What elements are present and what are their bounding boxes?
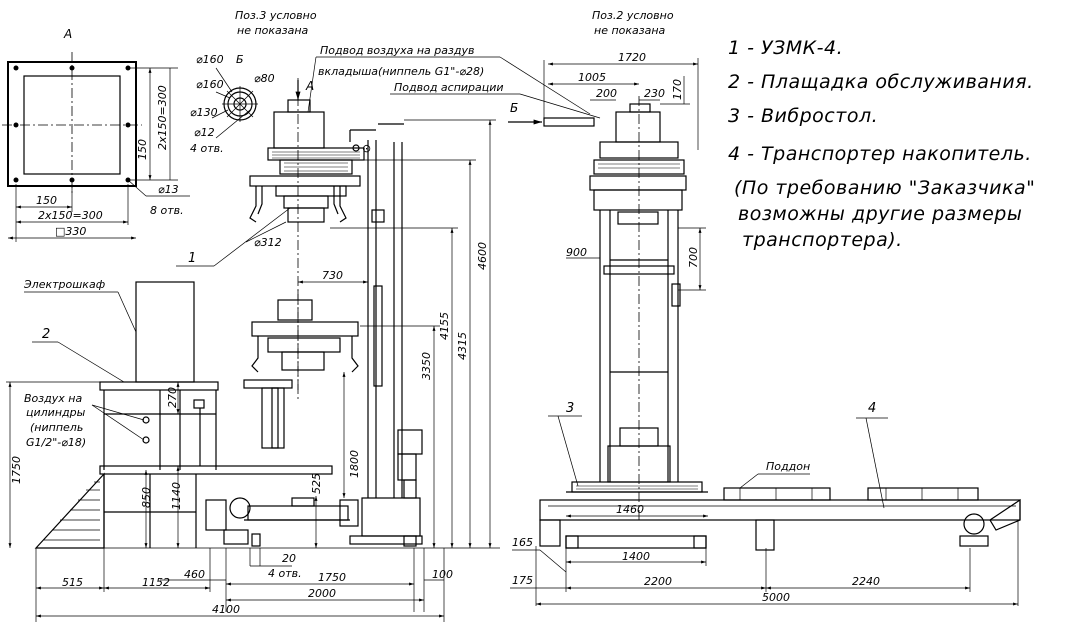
dim-2240: 2240 — [852, 575, 880, 588]
flange-dim-d13: ⌀13 — [158, 183, 179, 196]
air-supply-line2: вкладыша(ниппель G1"-⌀28) — [318, 65, 484, 78]
dim-4155: 4155 — [438, 312, 451, 340]
dim-2200: 2200 — [644, 575, 672, 588]
air-cyl-line2: цилиндры — [26, 406, 86, 419]
dim-200: 200 — [596, 87, 617, 100]
dim-5000: 5000 — [762, 591, 790, 604]
pallet-label: Поддон — [766, 460, 810, 473]
dim-1140: 1140 — [170, 482, 183, 510]
pos3-note-line1: Поз.3 условно — [235, 9, 317, 22]
pos-2-label: 2 — [42, 327, 50, 342]
air-supply-line1: Подвод воздуха на раздув — [320, 44, 474, 57]
dim-4600: 4600 — [476, 242, 489, 270]
dim-2000: 2000 — [308, 587, 336, 600]
spare-label: ⊙ — [362, 142, 371, 155]
dim-515: 515 — [62, 576, 83, 589]
legend-item-4: 4 - Транспортер накопитель. — [728, 143, 1032, 165]
ring-dim-d160a: ⌀160 — [196, 53, 224, 66]
pos-1-label: 1 — [188, 251, 196, 266]
dim-1750: 1750 — [10, 456, 23, 484]
dim-175: 175 — [512, 574, 533, 587]
air-cyl-line1: Воздух на — [24, 392, 82, 405]
pos2-note-line2: не показана — [594, 24, 666, 37]
flange-dim-150-v: 150 — [136, 139, 149, 160]
dim-1720: 1720 — [618, 51, 646, 64]
flange-dim-2x150-h: 2x150=300 — [38, 209, 103, 222]
flange-view-a: А 2x150=300 150 150 2x150=300 □330 ⌀13 8… — [2, 27, 190, 242]
dim-1460: 1460 — [616, 503, 644, 516]
legend-note-line3: транспортера). — [742, 229, 903, 251]
legend-item-1: 1 - УЗМК-4. — [728, 37, 843, 59]
dim-4315: 4315 — [456, 332, 469, 360]
legend: 1 - УЗМК-4. 2 - Плащадка обслуживания. 3… — [728, 37, 1035, 251]
legend-note-line1: (По требованию "Заказчика" — [734, 177, 1035, 199]
legend-note-line2: возможны другие размеры — [738, 203, 1022, 225]
flange-dim-330: □330 — [55, 225, 86, 238]
dim-165: 165 — [512, 536, 533, 549]
dim-20: 20 — [282, 552, 296, 565]
air-cyl-line4: G1/2"-⌀18) — [26, 436, 86, 449]
dim-4100: 4100 — [212, 603, 240, 616]
dim-1400: 1400 — [622, 550, 650, 563]
pos-4-label: 4 — [868, 401, 876, 416]
arrow-a-label: А — [305, 79, 314, 93]
dim-230: 230 — [644, 87, 665, 100]
dim-1800: 1800 — [348, 450, 361, 478]
dim-270: 270 — [166, 387, 179, 408]
air-cyl-line3: (ниппель — [30, 421, 83, 434]
aspiration-label: Подвод аспирации — [394, 81, 504, 94]
front-view-left: А ⊙ — [6, 78, 500, 622]
dim-525: 525 — [310, 473, 323, 494]
dim-d312: ⌀312 — [254, 236, 282, 249]
dim-3350: 3350 — [420, 352, 433, 380]
flange-dim-150-h: 150 — [36, 194, 57, 207]
side-view-right: Б — [508, 51, 1021, 606]
legend-item-3: 3 - Вибростол. — [728, 105, 878, 127]
ring-dim-4-holes: 4 отв. — [190, 142, 224, 155]
section-b-label: Б — [236, 53, 244, 66]
dim-170: 170 — [671, 79, 684, 100]
ring-dim-d80: ⌀80 — [254, 72, 275, 85]
pos-3-label: 3 — [566, 401, 574, 416]
dim-700: 700 — [687, 247, 700, 268]
ring-section-b: Б ⌀160 ⌀160 ⌀80 ⌀130 ⌀12 4 отв. — [190, 53, 275, 155]
flange-dim-8-holes: 8 отв. — [150, 204, 184, 217]
flange-dim-2x150-v: 2x150=300 — [156, 85, 169, 150]
dim-1152: 1152 — [142, 576, 170, 589]
pos2-note-line1: Поз.2 условно — [592, 9, 674, 22]
arrow-b-label: Б — [510, 101, 518, 115]
dim-730: 730 — [322, 269, 343, 282]
dim-900: 900 — [566, 246, 587, 259]
ring-dim-d12: ⌀12 — [194, 126, 215, 139]
pos3-note-line2: не показана — [237, 24, 309, 37]
cabinet-label: Электрошкаф — [23, 278, 105, 291]
view-a-label: А — [63, 27, 72, 41]
dim-1750b: 1750 — [318, 571, 346, 584]
ring-dim-d160b: ⌀160 — [196, 78, 224, 91]
ring-dim-d130: ⌀130 — [190, 106, 218, 119]
legend-item-2: 2 - Плащадка обслуживания. — [728, 71, 1034, 93]
dim-1005: 1005 — [578, 71, 606, 84]
dim-850: 850 — [140, 487, 153, 508]
dim-100: 100 — [432, 568, 453, 581]
dim-460: 460 — [184, 568, 205, 581]
dim-20-4holes: 4 отв. — [268, 567, 302, 580]
